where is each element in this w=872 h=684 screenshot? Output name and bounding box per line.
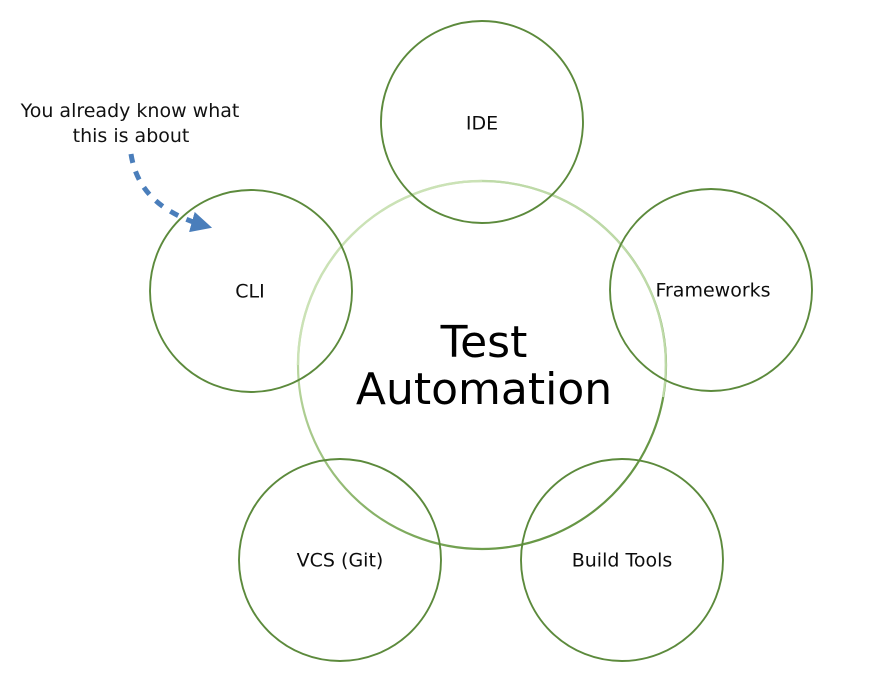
center-circle-fade-arc-right <box>481 179 667 398</box>
circle-cli[interactable] <box>149 189 353 393</box>
center-circle-group <box>296 179 668 551</box>
center-label-line1: Test <box>440 317 528 368</box>
circle-ide[interactable] <box>380 20 584 224</box>
circle-frameworks[interactable] <box>609 188 813 392</box>
label-build-tools: Build Tools <box>572 550 673 572</box>
circle-build-tools[interactable] <box>520 458 724 662</box>
center-circle-fade-arc <box>296 179 483 366</box>
center-label-line2: Automation <box>356 364 612 415</box>
circle-vcs-git[interactable] <box>238 458 442 662</box>
label-cli: CLI <box>235 281 264 303</box>
annotation-line1: You already know what <box>20 100 240 122</box>
satellite-circles <box>149 20 813 662</box>
label-frameworks: Frameworks <box>655 280 770 302</box>
label-vcs-git: VCS (Git) <box>297 550 384 572</box>
dashed-curved-arrow-icon <box>128 153 213 233</box>
annotation-group: You already know what this is about <box>20 100 240 233</box>
annotation-line2: this is about <box>73 125 190 147</box>
label-ide: IDE <box>466 113 498 135</box>
